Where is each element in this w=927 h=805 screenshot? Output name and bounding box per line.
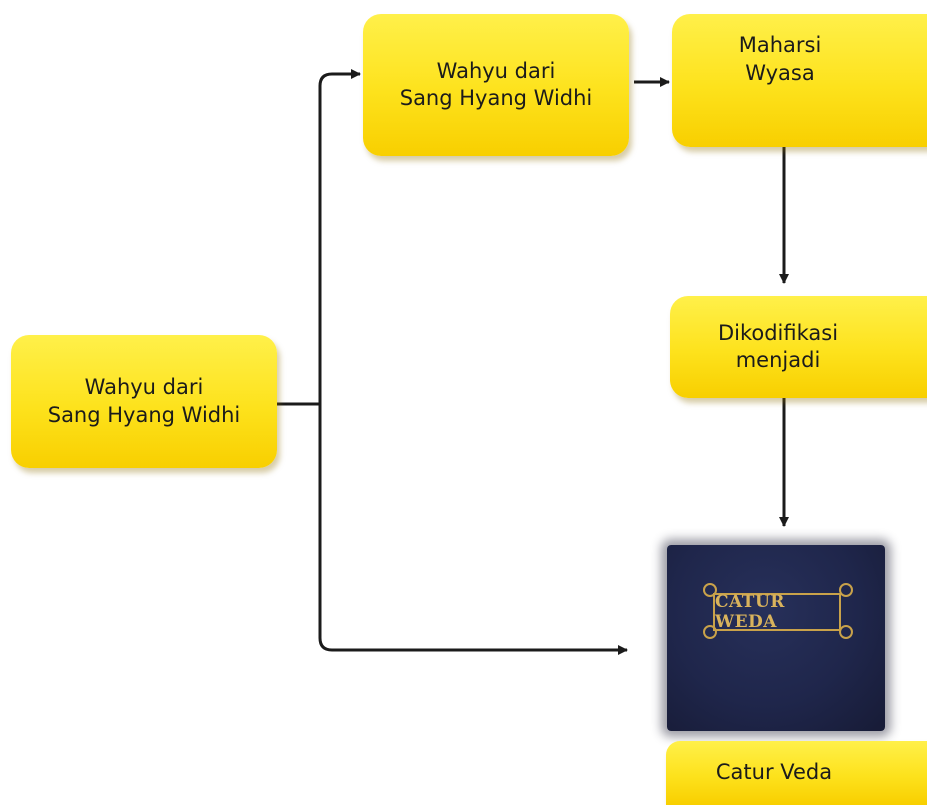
ornament-bottom-right-icon bbox=[839, 625, 853, 639]
node-catur-veda-label: Catur Veda bbox=[715, 760, 833, 784]
arrow-to-book bbox=[318, 404, 628, 655]
node-maharsi-label: Maharsi Wyasa bbox=[738, 33, 822, 85]
arrow-to-revelation bbox=[318, 69, 361, 404]
ornament-bottom-left-icon bbox=[703, 625, 717, 639]
node-catur-veda: Catur Veda bbox=[666, 741, 927, 805]
ornament-top-right-icon bbox=[839, 583, 853, 597]
ornament-top-left-icon bbox=[703, 583, 717, 597]
node-source-label: Wahyu dari Sang Hyang Widhi bbox=[47, 375, 241, 427]
book-title-frame: CATUR WEDA bbox=[713, 592, 841, 632]
node-revelation: Wahyu dari Sang Hyang Widhi bbox=[363, 14, 629, 156]
node-source-revelation: Wahyu dari Sang Hyang Widhi bbox=[11, 335, 277, 468]
catur-veda-book-image: CATUR WEDA bbox=[667, 545, 885, 731]
book-cover-title: CATUR WEDA bbox=[715, 592, 785, 632]
node-codified-label: Dikodifikasi menjadi bbox=[717, 320, 839, 372]
node-maharsi-wyasa: Maharsi Wyasa bbox=[672, 14, 927, 147]
node-revelation-label: Wahyu dari Sang Hyang Widhi bbox=[399, 58, 593, 110]
node-codified: Dikodifikasi menjadi bbox=[670, 296, 927, 398]
